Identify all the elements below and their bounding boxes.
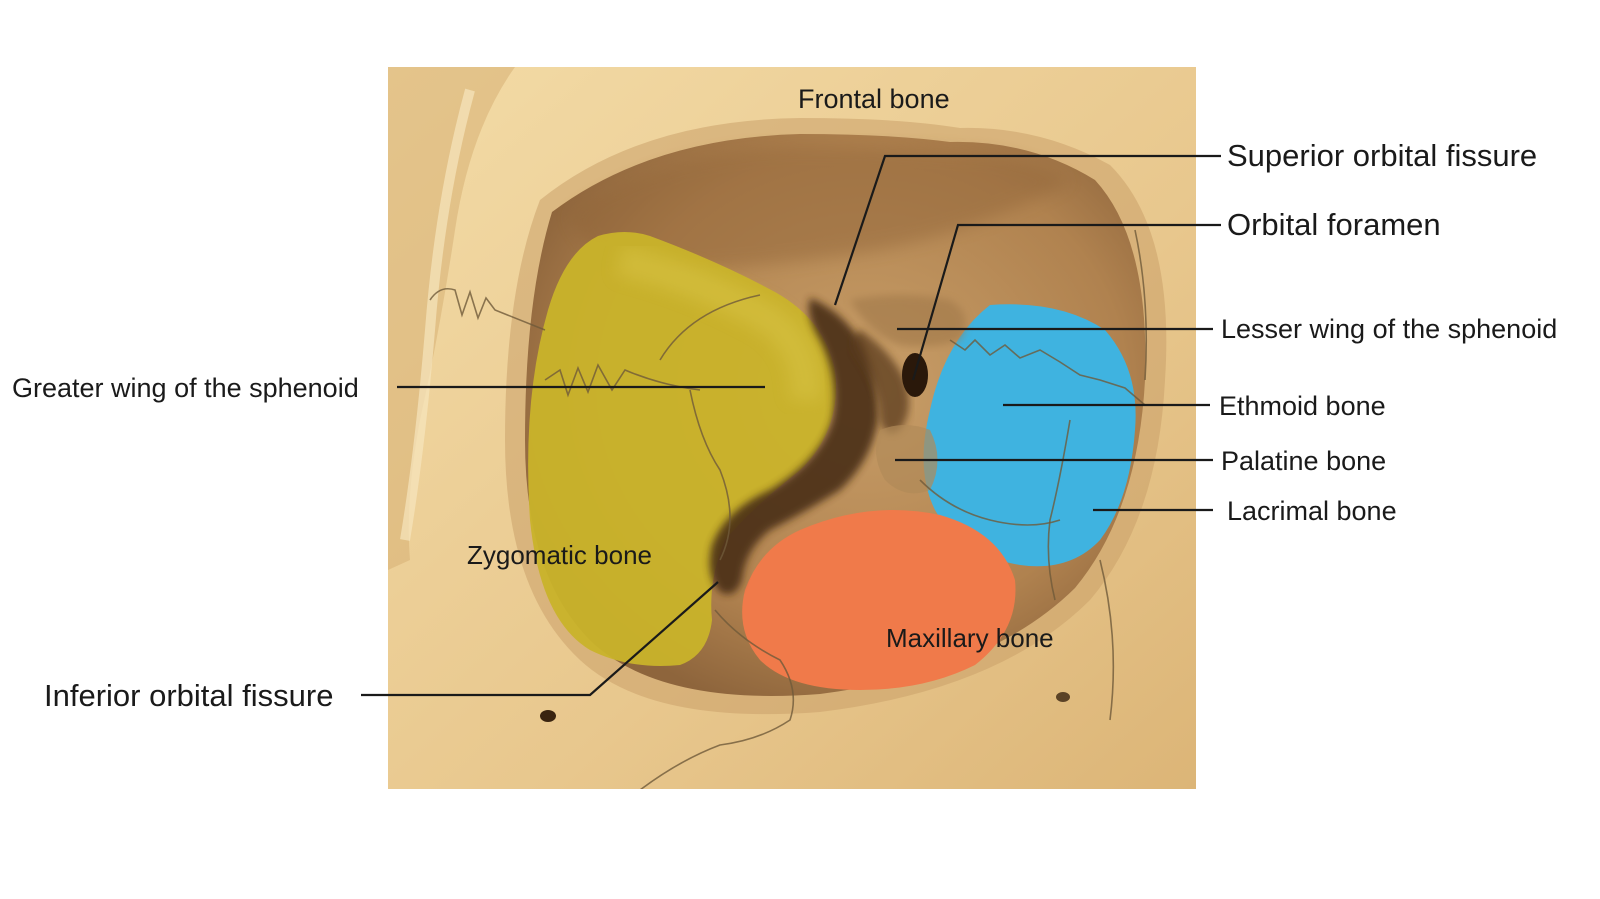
zygomaticofacial-foramen (1056, 692, 1070, 702)
label-superior-orbital-fissure: Superior orbital fissure (1227, 138, 1537, 173)
label-frontal-bone: Frontal bone (798, 84, 950, 114)
label-palatine-bone: Palatine bone (1221, 446, 1386, 476)
label-greater-wing: Greater wing of the sphenoid (12, 373, 359, 403)
label-lacrimal-bone: Lacrimal bone (1227, 496, 1397, 526)
suture-line (689, 389, 731, 561)
suture-line (1047, 419, 1071, 601)
suture-line (640, 609, 795, 789)
maxillary-region (742, 510, 1016, 690)
leader-lines (361, 154, 1221, 697)
label-maxillary-bone: Maxillary bone (886, 623, 1054, 653)
label-inferior-orbital-fissure: Inferior orbital fissure (44, 678, 333, 713)
leader-superior-orbital-fissure (833, 154, 1221, 306)
suture-line (1099, 559, 1115, 721)
lesser-wing-region (850, 295, 966, 347)
leader-inferior-orbital-fissure (361, 581, 719, 697)
skull-illustration (388, 67, 1196, 789)
label-ethmoid-bone: Ethmoid bone (1219, 391, 1386, 421)
orbital-roof-shadow (570, 146, 1070, 270)
lateral-rim-highlight (400, 88, 475, 541)
suture-line (659, 294, 761, 361)
inferior-orbital-fissure-shape (709, 298, 879, 595)
suture-line (429, 287, 546, 331)
label-zygomatic-bone: Zygomatic bone (467, 540, 652, 570)
greater-wing-region (528, 232, 836, 666)
suture-line (919, 479, 1061, 526)
label-orbital-foramen: Orbital foramen (1227, 207, 1441, 242)
greater-wing-highlight (616, 245, 821, 402)
ethmoid-region (923, 304, 1136, 567)
infraorbital-foramen (540, 710, 556, 722)
superior-orbital-fissure-shape (852, 330, 909, 434)
suture-line (949, 338, 1146, 406)
labels: Frontal bone Superior orbital fissure Or… (12, 84, 1557, 713)
label-lesser-wing: Lesser wing of the sphenoid (1221, 314, 1557, 344)
lateral-rim-shadow (388, 67, 515, 570)
suture-line (1134, 229, 1148, 381)
